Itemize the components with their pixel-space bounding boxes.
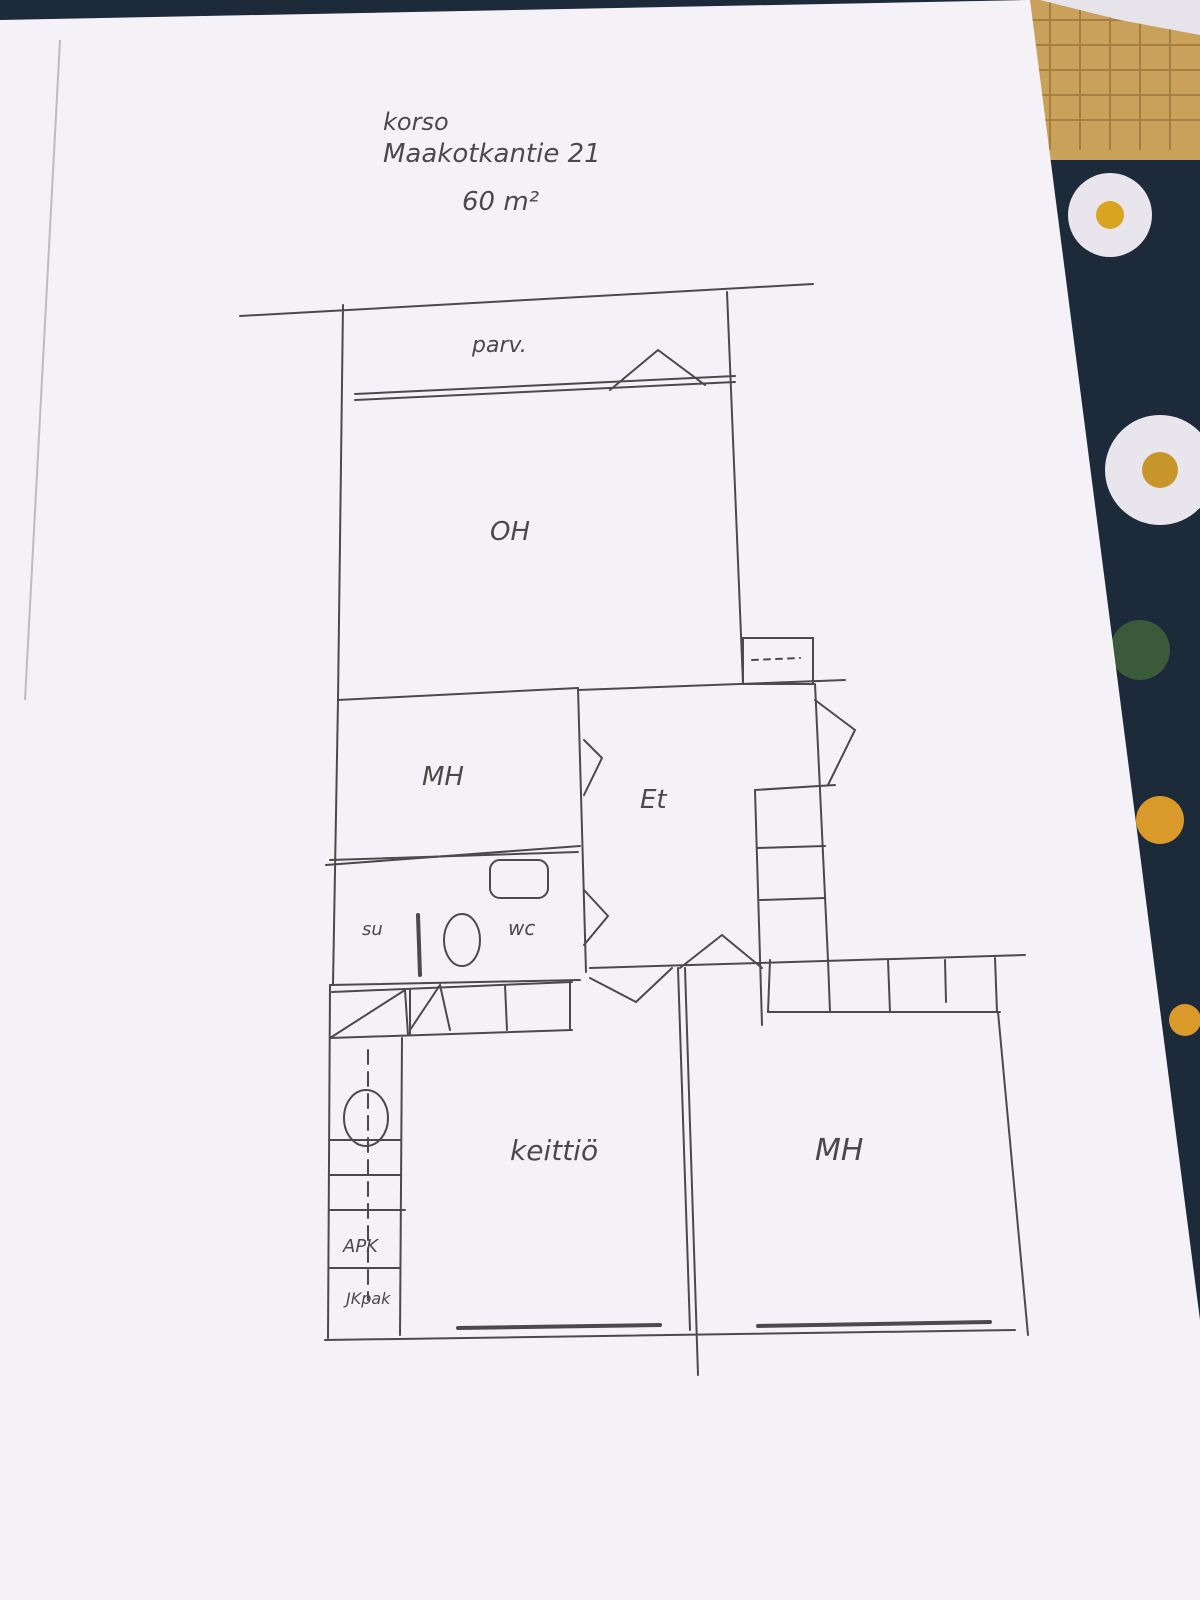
shower-wall bbox=[416, 913, 422, 977]
paper-corner bbox=[1040, 0, 1200, 35]
room-label-bedroom-1: MH bbox=[422, 762, 464, 792]
hall-right-wall bbox=[814, 683, 829, 961]
living-bottom-wall bbox=[337, 687, 579, 701]
room-label-shower: su bbox=[362, 919, 383, 940]
left-wall-middle bbox=[332, 699, 339, 986]
location-label: korso bbox=[383, 108, 449, 136]
room-label-hallway: Et bbox=[640, 785, 667, 815]
mat-weave bbox=[1030, 0, 1200, 150]
washbasin bbox=[489, 859, 549, 899]
room-label-bedroom-2: MH bbox=[815, 1133, 863, 1168]
top-wall-line bbox=[239, 283, 814, 317]
sink-fixture bbox=[343, 1089, 389, 1147]
room-label-kitchen: keittiö bbox=[510, 1134, 598, 1167]
bottom-wall bbox=[324, 1329, 1016, 1341]
room-label-fridge: JKpak bbox=[343, 1289, 391, 1308]
bedroom2-window bbox=[756, 1320, 992, 1328]
area-label: 60 m² bbox=[462, 187, 539, 217]
underlying-sheet-edge bbox=[24, 39, 61, 701]
toilet-fixture bbox=[443, 913, 481, 967]
kitchen-bedroom2-wall bbox=[677, 967, 691, 1331]
bedroom1-door bbox=[583, 739, 604, 796]
room-label-living-room: OH bbox=[490, 517, 530, 547]
wc-door bbox=[583, 889, 610, 946]
floor-plan bbox=[239, 283, 1029, 1376]
left-wall-lower bbox=[327, 984, 331, 1339]
room-label-wc: wc bbox=[508, 916, 535, 940]
bedroom2-door bbox=[679, 933, 763, 969]
balcony-railing bbox=[354, 381, 736, 401]
stove-mark bbox=[329, 988, 409, 1039]
balcony-door bbox=[609, 348, 706, 391]
flower-print bbox=[1068, 173, 1200, 1036]
plan-header: korso Maakotkantie 21 60 m² bbox=[383, 108, 601, 217]
room-label-balcony: parv. bbox=[471, 333, 527, 358]
entrance-door bbox=[814, 699, 857, 786]
kitchen-door bbox=[589, 967, 673, 1004]
living-room-right-wall bbox=[726, 291, 744, 685]
hall-closet-column bbox=[754, 789, 763, 1026]
bedroom1-right-wall bbox=[577, 687, 587, 973]
room-label-dishwasher: APK bbox=[342, 1236, 379, 1257]
hall-closet bbox=[742, 637, 814, 685]
wc-bottom-wall bbox=[329, 979, 581, 986]
street-address: Maakotkantie 21 bbox=[383, 139, 601, 169]
left-wall-upper bbox=[337, 304, 344, 701]
bedroom2-right-wall bbox=[997, 1011, 1029, 1336]
kitchen-counter-top bbox=[329, 1029, 573, 1039]
room-labels: parv. OH MH Et wc su keittiö MH APK JKpa… bbox=[342, 333, 863, 1308]
kitchen-side-counter bbox=[399, 1037, 403, 1336]
corridor-wall bbox=[589, 954, 1026, 969]
kitchen-window bbox=[456, 1323, 662, 1330]
